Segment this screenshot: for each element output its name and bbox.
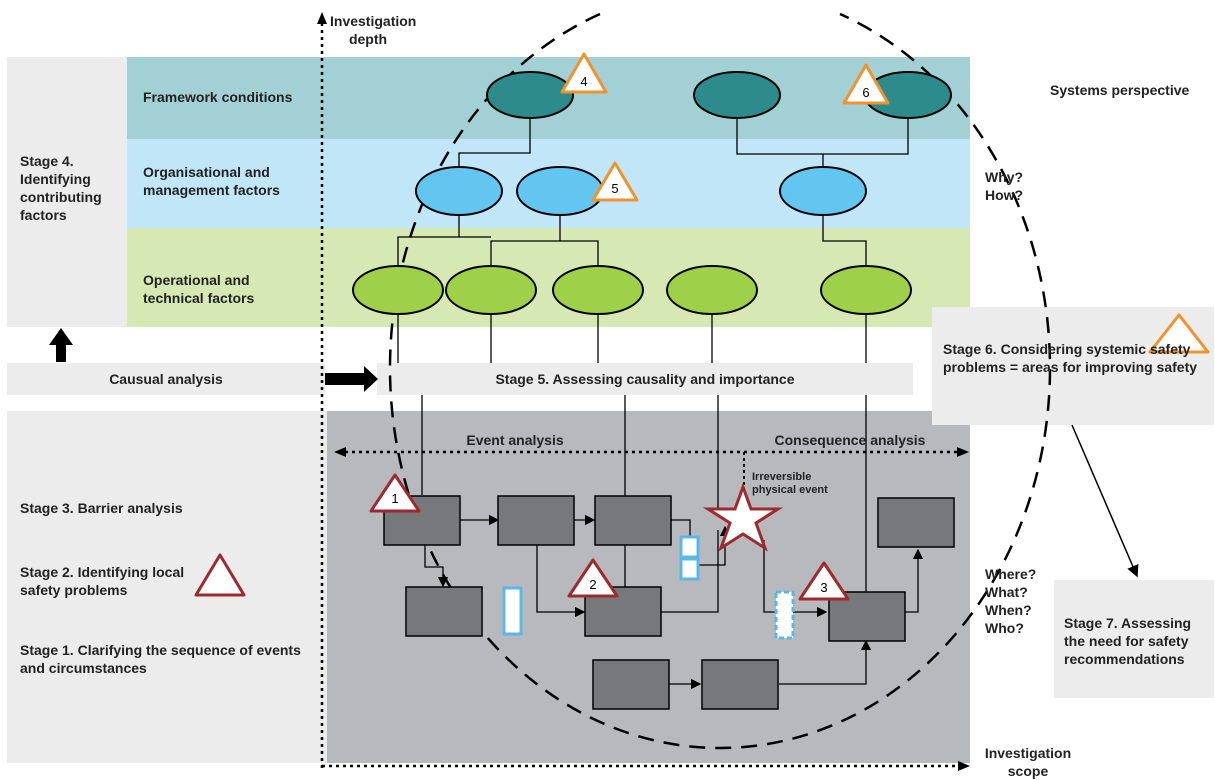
operational-node-4 (666, 265, 758, 315)
systems-perspective-label: Systems perspective (1050, 82, 1190, 98)
stage4-panel (7, 57, 127, 327)
marker-1: 1 (391, 491, 398, 506)
framework-layer-label: Framework conditions (143, 89, 293, 105)
stage6-to-stage7-arrow (1071, 424, 1139, 578)
depth-axis-label: Investigation depth (330, 13, 417, 47)
upward-arrow (49, 328, 73, 362)
marker-6: 6 (862, 85, 869, 100)
scope-axis-label: Investigation scope (984, 745, 1072, 779)
stage7-label: Stage 7. Assessing the need for safety r… (1064, 615, 1192, 667)
analysis-span-left-head (334, 447, 346, 457)
framework-node-1 (486, 71, 574, 119)
irreversible-event-star (702, 482, 784, 552)
local-problem-triangle-2 (567, 558, 619, 598)
marker-3: 3 (820, 580, 827, 595)
systemic-triangle-5 (591, 161, 639, 202)
analysis-span-right-head (957, 447, 969, 457)
scope-arrow-head (958, 761, 970, 771)
event-box-9 (701, 659, 779, 710)
local-problem-triangle-1 (369, 473, 421, 513)
event-analysis-label: Event analysis (466, 432, 564, 448)
framework-node-2 (693, 71, 781, 119)
operational-node-1 (352, 265, 444, 315)
barrier-1b (679, 557, 700, 581)
event-box-4 (405, 586, 483, 637)
operational-node-5 (820, 265, 912, 315)
systemic-triangle-4 (560, 52, 608, 94)
organisational-layer-label: Organisational and management factors (143, 164, 280, 198)
barrier-3 (774, 590, 795, 640)
local-problem-triangle-3 (798, 561, 850, 601)
stage5-bar (377, 363, 913, 395)
systemic-triangle-6 (842, 63, 890, 105)
stage1-label: Stage 1. Clarifying the sequence of even… (20, 642, 301, 676)
local-problem-legend-triangle (194, 553, 246, 597)
systemic-legend-triangle (1148, 313, 1210, 354)
causal-right-arrow (325, 366, 378, 392)
marker-5: 5 (611, 181, 618, 196)
event-box-2 (497, 495, 575, 546)
stage3-label: Stage 3. Barrier analysis (20, 500, 183, 516)
barrier-2 (502, 586, 523, 636)
organisational-node-2 (516, 166, 604, 216)
event-box-3 (594, 495, 672, 546)
stage5-label: Stage 5. Assessing causality and importa… (495, 371, 795, 387)
organisational-node-3 (779, 166, 867, 216)
questions-label: Where? What? When? Who? (985, 566, 1037, 636)
systems-perspective-circle (388, 12, 1052, 750)
causal-analysis-bar (7, 363, 325, 395)
stage6-label: Stage 6. Considering systemic safety pro… (943, 341, 1198, 375)
marker-2: 2 (589, 577, 596, 592)
stage7-panel (1054, 580, 1214, 698)
consequence-analysis-label: Consequence analysis (774, 432, 926, 448)
stage6-panel (932, 307, 1214, 425)
operational-layer-label: Operational and technical factors (143, 272, 255, 306)
barrier-1 (679, 535, 700, 559)
event-box-8 (592, 659, 670, 710)
stage4-label: Stage 4. Identifying contributing factor… (20, 153, 102, 223)
stage2-label: Stage 2. Identifying local safety proble… (20, 564, 185, 598)
operational-node-2 (445, 265, 537, 315)
irreversible-event-label: Irreversible physical event (752, 471, 828, 496)
why-how-label: Why? How? (985, 169, 1024, 203)
lower-left-panel (7, 411, 327, 763)
operational-node-3 (552, 265, 644, 315)
causal-analysis-label: Causual analysis (109, 371, 223, 387)
depth-arrow-head (317, 12, 327, 24)
event-boxes (383, 495, 955, 710)
tree-connectors (397, 118, 909, 595)
event-box-6 (877, 497, 955, 548)
organisational-node-1 (415, 166, 503, 216)
marker-4: 4 (580, 74, 587, 89)
